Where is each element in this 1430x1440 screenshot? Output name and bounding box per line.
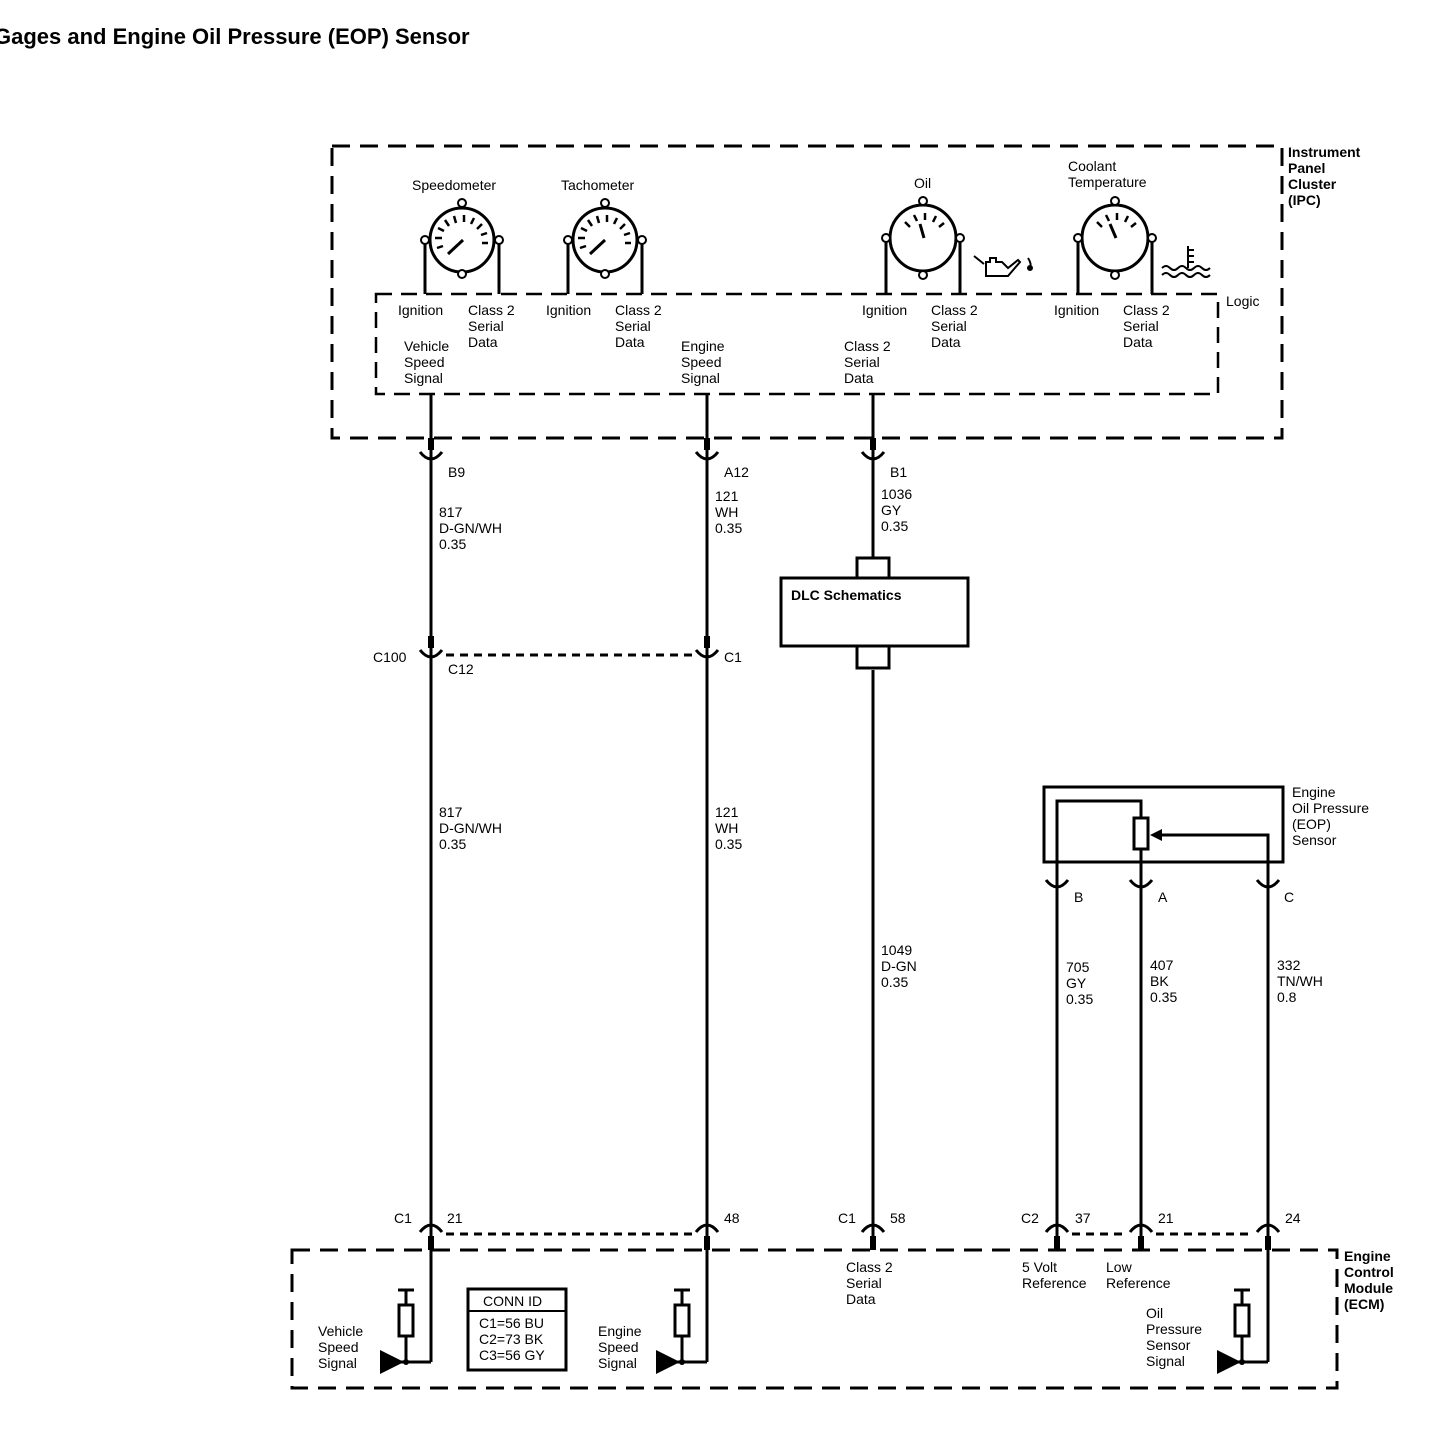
ecm-esp-input [656, 1288, 707, 1374]
ecm-vss-input [380, 1288, 431, 1374]
coolant-class2-label: Class 2 Serial Data [1123, 302, 1174, 350]
ecm-connector-c2: C2 [1021, 1210, 1039, 1226]
eop-pin-b: B [1074, 889, 1083, 905]
oil-class2-label: Class 2 Serial Data [931, 302, 982, 350]
ecm-ops-input [1217, 1288, 1268, 1374]
ecm-pin-48: 48 [724, 1210, 740, 1226]
speedometer-label: Speedometer [412, 177, 496, 193]
wire-label-5v-ref: 705 GY 0.35 [1066, 959, 1093, 1007]
ecm-ops-label: Oil Pressure Sensor Signal [1146, 1305, 1206, 1369]
oil-can-icon [973, 255, 1033, 277]
ipc-connector-b9: B9 [448, 464, 465, 480]
ecm-esp-label: Engine Speed Signal [598, 1323, 645, 1371]
ecm-class2-label: Class 2 Serial Data [846, 1259, 897, 1307]
wires [429, 394, 1270, 1362]
gauge-leads [423, 242, 1154, 294]
eop-sensor-internal [1055, 799, 1270, 862]
eop-sensor-box [1042, 785, 1285, 864]
wire-label-class2-top: 1036 GY 0.35 [881, 486, 916, 534]
dlc-top-tab [855, 556, 891, 580]
speedo-ignition-label: Ignition [398, 302, 443, 318]
connector-arcs [418, 451, 1281, 1233]
oil-gauge-label: Oil [914, 175, 931, 191]
ecm-boundary [290, 1248, 1339, 1390]
eop-pin-c: C [1284, 889, 1294, 905]
ipc-connector-a12: A12 [724, 464, 749, 480]
conn-id-table: CONN ID C1=56 BU C2=73 BK C3=56 GY [466, 1287, 568, 1372]
logic-label: Logic [1226, 293, 1259, 309]
logic-boundary [374, 292, 1220, 396]
speedometer-gauge [420, 198, 504, 279]
tachometer-label: Tachometer [561, 177, 634, 193]
c100-label: C100 [373, 649, 407, 665]
conn-id-title: CONN ID [483, 1293, 542, 1309]
conn-id-row: C2=73 BK [479, 1331, 544, 1347]
oil-ignition-label: Ignition [862, 302, 907, 318]
ecm-pin-58: 58 [890, 1210, 906, 1226]
speedo-class2-label: Class 2 Serial Data [468, 302, 519, 350]
wire-label-low-ref: 407 BK 0.35 [1150, 957, 1177, 1005]
ecm-pin-37: 37 [1075, 1210, 1091, 1226]
ipc-boundary [330, 144, 1284, 440]
c100-pin-c1: C1 [724, 649, 742, 665]
coolant-ignition-label: Ignition [1054, 302, 1099, 318]
ipc-engine-speed-label: Engine Speed Signal [681, 338, 728, 386]
tach-class2-label: Class 2 Serial Data [615, 302, 666, 350]
conn-id-row: C3=56 GY [479, 1347, 545, 1363]
dlc-bottom-tab [855, 644, 891, 670]
dlc-box [779, 576, 970, 648]
coolant-temperature-icon [1161, 246, 1211, 278]
ipc-connector-b1: B1 [890, 464, 907, 480]
ecm-pin-24: 24 [1285, 1210, 1301, 1226]
ipc-name: Instrument Panel Cluster (IPC) [1288, 144, 1364, 208]
ecm-low-ref-label: Low Reference [1106, 1259, 1171, 1291]
tach-ignition-label: Ignition [546, 302, 591, 318]
wire-label-sensor-signal: 332 TN/WH 0.8 [1277, 957, 1327, 1005]
wire-label-class2-bottom: 1049 D-GN 0.35 [881, 942, 921, 990]
ecm-name: Engine Control Module (ECM) [1344, 1248, 1398, 1312]
wire-label-vss-top: 817 D-GN/WH 0.35 [439, 504, 506, 552]
ecm-connector-c1-class2: C1 [838, 1210, 856, 1226]
conn-id-row: C1=56 BU [479, 1315, 544, 1331]
ecm-connector-c1-vss: C1 [394, 1210, 412, 1226]
ecm-vss-label: Vehicle Speed Signal [318, 1323, 367, 1371]
ecm-junction-dots [403, 1359, 1245, 1365]
eop-pin-a: A [1158, 889, 1168, 905]
wire-label-vss-bottom: 817 D-GN/WH 0.35 [439, 804, 506, 852]
eop-sensor-name: Engine Oil Pressure (EOP) Sensor [1292, 784, 1373, 848]
connector-group-lines [446, 653, 1254, 1236]
oil-gauge [881, 196, 965, 280]
ecm-pin-21: 21 [447, 1210, 463, 1226]
eop-wiper-arrow [1150, 829, 1162, 841]
coolant-gauge [1073, 196, 1157, 280]
dlc-label[interactable]: DLC Schematics [791, 587, 902, 603]
diagram-title: Gages and Engine Oil Pressure (EOP) Sens… [0, 24, 470, 49]
ipc-class2-label: Class 2 Serial Data [844, 338, 895, 386]
ecm-pin-21b: 21 [1158, 1210, 1174, 1226]
c100-pin-c12: C12 [448, 661, 474, 677]
wire-label-esp-bottom: 121 WH 0.35 [715, 804, 742, 852]
ipc-vehicle-speed-label: Vehicle Speed Signal [404, 338, 453, 386]
ecm-5v-ref-label: 5 Volt Reference [1022, 1259, 1087, 1291]
wire-label-esp-top: 121 WH 0.35 [715, 488, 742, 536]
tachometer-gauge [563, 198, 647, 279]
connector-stubs [428, 438, 1271, 1250]
coolant-gauge-label: Coolant Temperature [1068, 158, 1147, 190]
